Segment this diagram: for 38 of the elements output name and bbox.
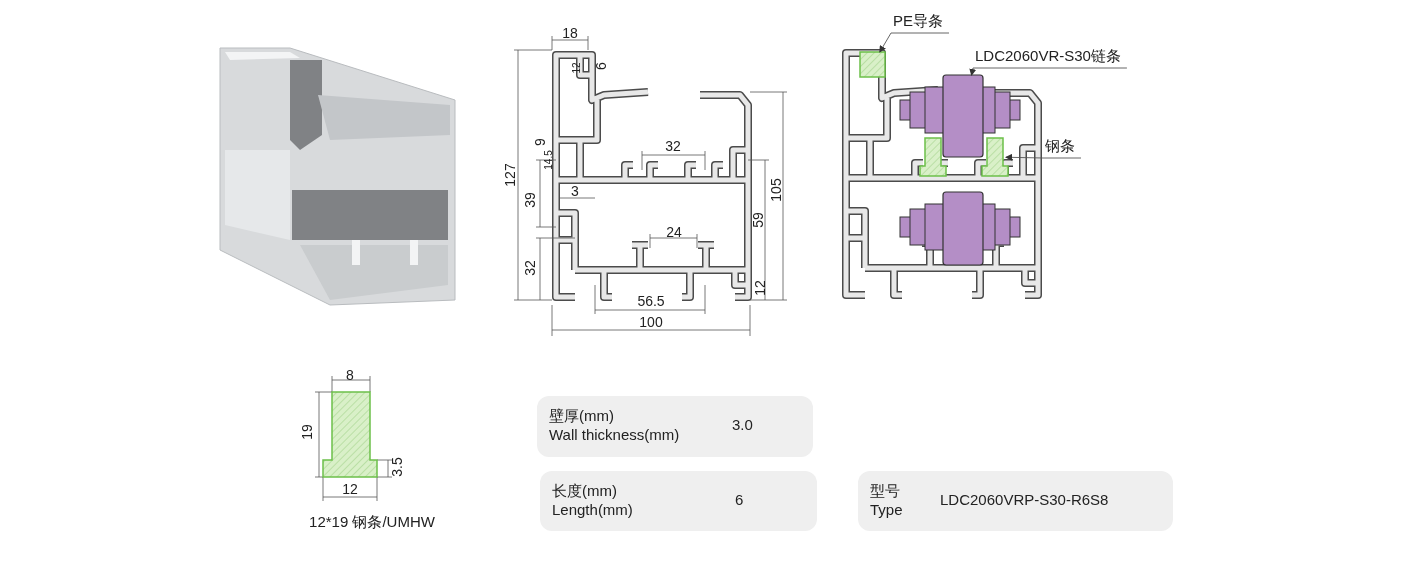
dimension-label: 12 (753, 280, 767, 296)
dimension-label: 105 (769, 178, 783, 202)
chain-roller (899, 191, 1021, 266)
callout-label: 钢条 (1045, 136, 1075, 156)
steel-strip (981, 137, 1009, 177)
pe-guide-strip (859, 51, 886, 78)
dimension-label: 12 (572, 62, 582, 74)
spec-name: Length(mm) (552, 501, 633, 519)
chain-roller (899, 74, 1021, 158)
dimension-label: 127 (503, 163, 517, 187)
spec-value: 3.0 (732, 416, 753, 434)
spec-name: 壁厚(mm) (549, 407, 614, 425)
dimension-label: 3.5 (390, 457, 404, 477)
spec-name: 型号 (870, 482, 900, 500)
dimension-label: 14.5 (544, 150, 554, 170)
dimension-label: 12 (342, 482, 358, 496)
dimension-label: 100 (639, 315, 663, 329)
dimension-label: 6 (594, 62, 608, 70)
dimension-label: 56.5 (637, 294, 665, 308)
spec-name: Type (870, 501, 903, 519)
callout-label: PE导条 (893, 11, 943, 31)
callout-label: LDC2060VR-S30链条 (975, 46, 1121, 66)
dimension-label: 59 (751, 212, 765, 228)
dimension-label: 3 (571, 184, 579, 198)
dimension-label: 24 (666, 225, 682, 239)
spec-value: 6 (735, 491, 744, 509)
spec-value: LDC2060VRP-S30-R6S8 (940, 491, 1109, 509)
dimension-label: 32 (665, 139, 681, 153)
caption: 12*19 钢条/UMHW (309, 513, 435, 529)
dimension-label: 18 (562, 26, 578, 40)
steel-strip (919, 137, 947, 177)
spec-name: 长度(mm) (552, 482, 617, 500)
dimension-label: 19 (300, 424, 314, 440)
dimension-label: 32 (523, 260, 537, 276)
dimension-label: 8 (346, 368, 354, 382)
dimension-label: 39 (523, 192, 537, 208)
spec-name: Wall thickness(mm) (549, 426, 680, 444)
dimension-label: 9 (533, 138, 547, 146)
